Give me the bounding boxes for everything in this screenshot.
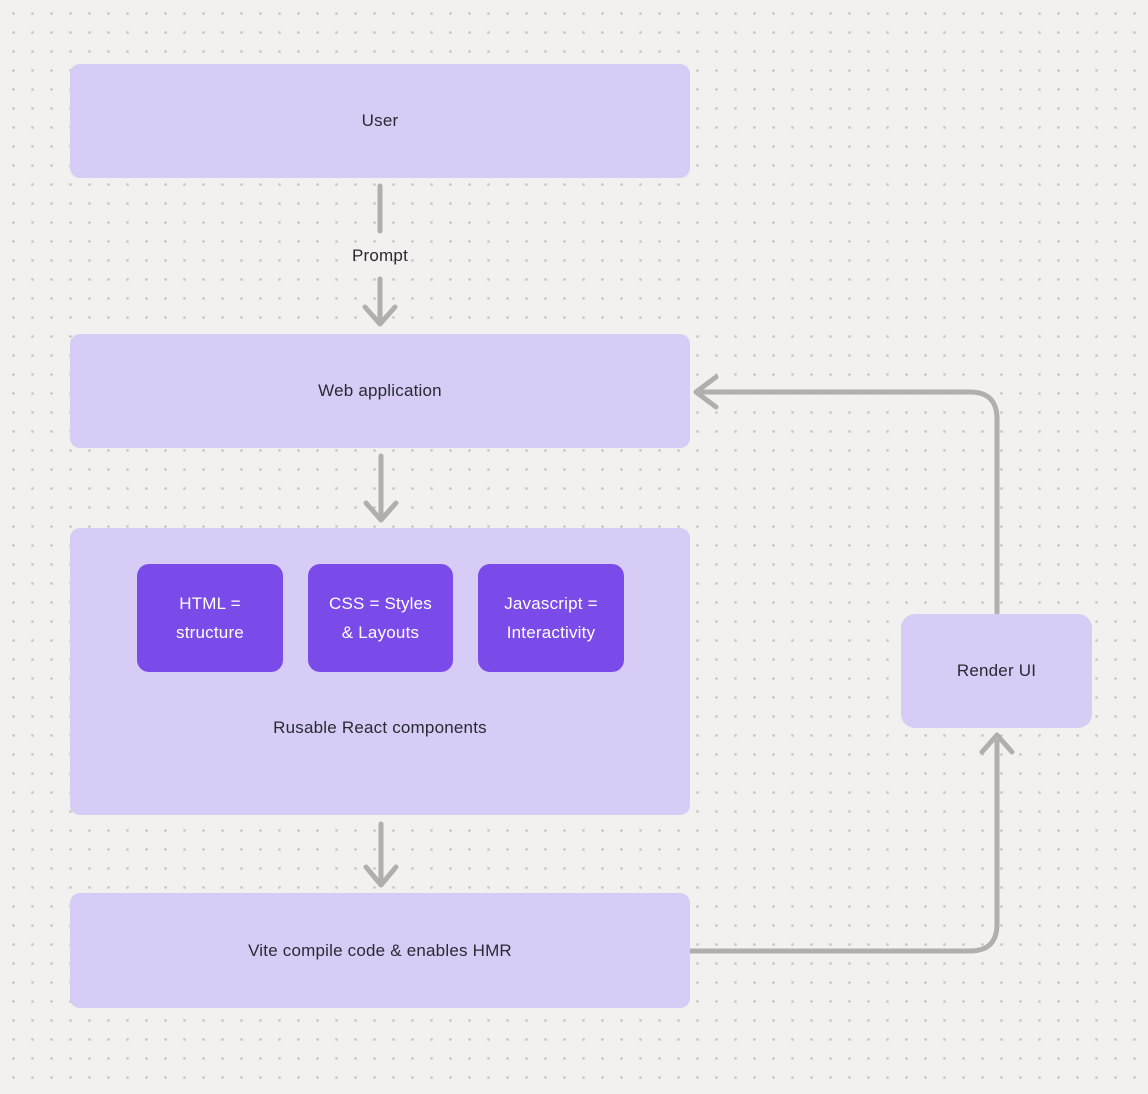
edge-renderui-webapp [700, 389, 1000, 616]
node-web-application-label: Web application [318, 381, 442, 400]
arrowhead-down-prompt [362, 304, 398, 327]
chip-css[interactable]: CSS = Styles & Layouts [308, 564, 453, 672]
arrowhead-down-components [363, 500, 399, 523]
node-vite[interactable]: Vite compile code & enables HMR [70, 893, 690, 1008]
chip-css-label: CSS = Styles & Layouts [328, 594, 433, 642]
node-render-ui[interactable]: Render UI [901, 614, 1092, 728]
node-user[interactable]: User [70, 64, 690, 178]
chip-html[interactable]: HTML = structure [137, 564, 283, 672]
group-react-components-label: Rusable React components [273, 718, 487, 737]
arrowhead-up-renderui [979, 732, 1015, 755]
node-vite-label: Vite compile code & enables HMR [248, 940, 512, 960]
edge-label-prompt: Prompt [352, 246, 408, 265]
arrowhead-down-vite [363, 864, 399, 888]
node-web-application[interactable]: Web application [70, 334, 690, 448]
group-react-components[interactable]: HTML = structure CSS = Styles & Layouts … [70, 528, 690, 815]
chip-javascript-label: Javascript = Interactivity [504, 594, 598, 642]
chip-html-label: HTML = structure [176, 594, 244, 642]
node-render-ui-label: Render UI [956, 661, 1037, 680]
node-user-label: User [361, 111, 399, 130]
edge-vite-renderui [687, 739, 1000, 954]
chip-javascript[interactable]: Javascript = Interactivity [478, 564, 624, 672]
arrowhead-left-webapp [693, 374, 719, 410]
